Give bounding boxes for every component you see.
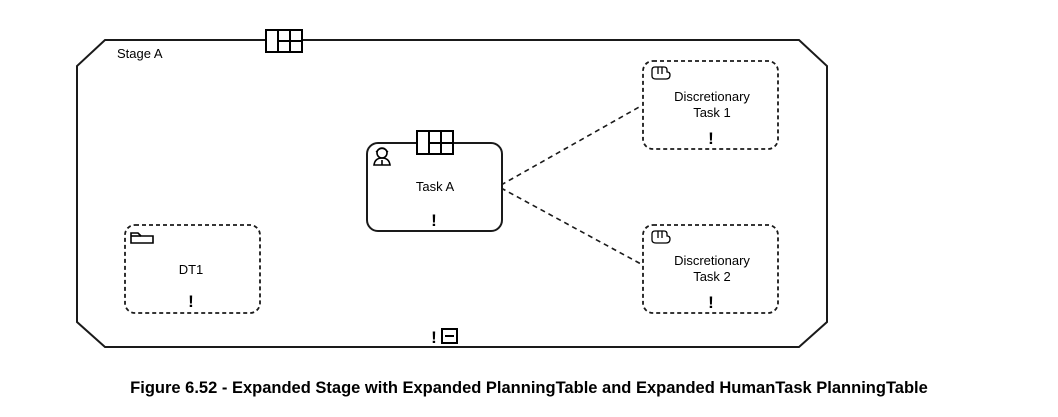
- folder-icon: [130, 232, 154, 244]
- figure-caption: Figure 6.52 - Expanded Stage with Expand…: [130, 379, 928, 397]
- discretionary-task-2-shape: [642, 224, 779, 314]
- discretionary-task-1-label-line2: Task 1: [693, 105, 731, 120]
- task-a-manual-activation-marker: !: [431, 211, 437, 230]
- discretionary-connector-2: [500, 187, 642, 265]
- hand-icon: [651, 230, 671, 244]
- discretionary-task-1-manual-activation-marker: !: [708, 129, 714, 148]
- discretionary-connector-1: [500, 105, 642, 186]
- hand-icon: [651, 66, 671, 80]
- discretionary-task-1-label-line1: Discretionary: [674, 89, 750, 104]
- dt1-manual-activation-marker: !: [188, 292, 194, 311]
- dt1-label: DT1: [179, 262, 204, 277]
- discretionary-task-2-label-line2: Task 2: [693, 269, 731, 284]
- discretionary-task-2-manual-activation-marker: !: [708, 293, 714, 312]
- discretionary-task-2-label-line1: Discretionary: [674, 253, 750, 268]
- human-task-icon: [373, 147, 391, 166]
- discretionary-task-1-shape: [642, 60, 779, 150]
- stage-a-label: Stage A: [117, 46, 163, 61]
- collapse-icon[interactable]: [441, 328, 458, 344]
- dt1-shape: [124, 224, 261, 314]
- task-planning-table-icon: [416, 130, 454, 155]
- task-a-label: Task A: [416, 179, 455, 194]
- stage-manual-activation-marker: !: [431, 328, 437, 347]
- stage-a-shape: [76, 39, 828, 348]
- stage-planning-table-icon: [265, 29, 303, 53]
